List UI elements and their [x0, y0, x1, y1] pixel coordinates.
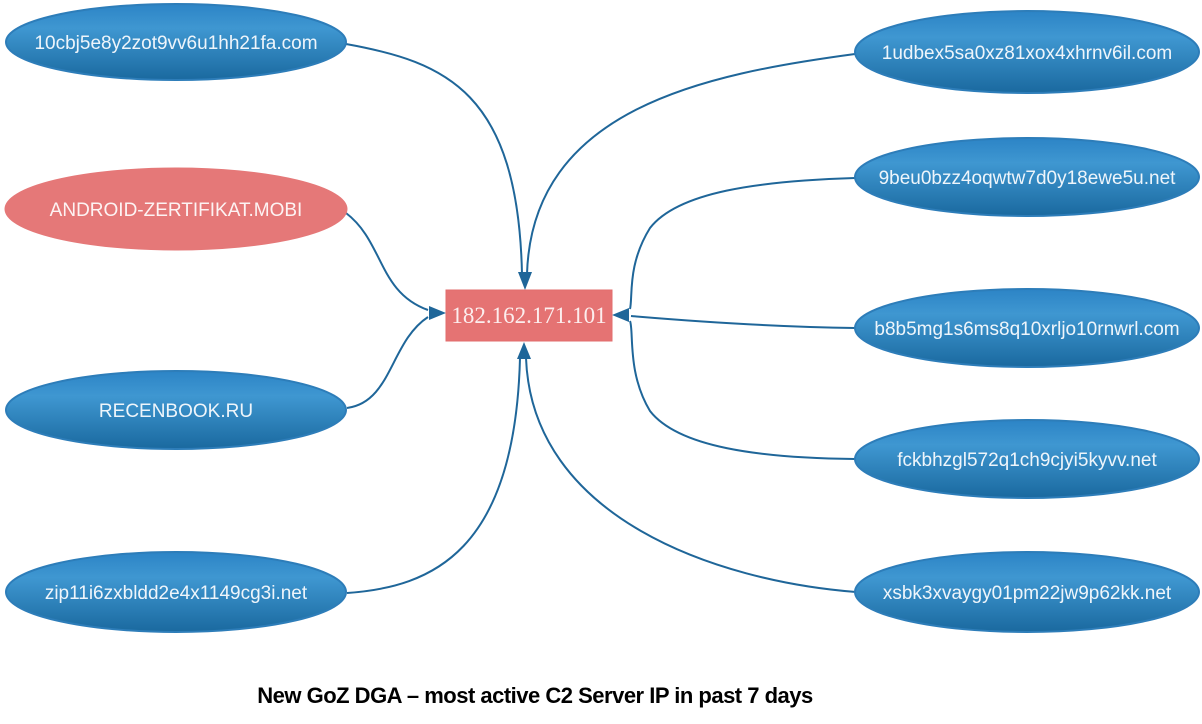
edge-group — [345, 43, 857, 594]
node-label: fckbhzgl572q1ch9cjyi5kyvv.net — [897, 450, 1157, 471]
node-zip11-domain: zip11i6zxbldd2e4x1149cg3i.net — [5, 551, 347, 633]
edge-xsbk-to-ip — [525, 357, 857, 593]
node-label: RECENBOOK.RU — [99, 401, 253, 422]
diagram-title: New GoZ DGA – most active C2 Server IP i… — [257, 683, 813, 708]
edge-android-zertifikat-to-ip — [345, 212, 429, 311]
node-label: 9beu0bzz4oqwtw7d0y18ewe5u.net — [879, 168, 1177, 189]
node-fckbhzgl-domain: fckbhzgl572q1ch9cjyi5kyvv.net — [854, 419, 1200, 499]
node-ellipse — [5, 3, 347, 81]
edge-b8b5mg-to-ip — [630, 315, 856, 329]
edge-10cbj-to-ip — [345, 43, 523, 275]
ip-label: 182.162.171.101 — [451, 303, 606, 328]
node-ellipse — [854, 137, 1200, 217]
node-label: 10cbj5e8y2zot9vv6u1hh21fa.com — [34, 33, 317, 54]
node-ellipse — [854, 10, 1200, 94]
node-ellipse — [5, 551, 347, 633]
node-recenbook: RECENBOOK.RU — [5, 370, 347, 450]
arrowhead-left-icon — [429, 306, 446, 320]
node-10cbj-domain: 10cbj5e8y2zot9vv6u1hh21fa.com — [5, 3, 347, 81]
node-ellipse — [5, 370, 347, 450]
node-android-zertifikat: ANDROID-ZERTIFIKAT.MOBI — [4, 167, 348, 251]
node-ellipse — [854, 419, 1200, 499]
node-b8b5mg-domain: b8b5mg1s6ms8q10xrljo10rnwrl.com — [854, 288, 1200, 368]
edge-fckbhzgl-to-ip — [629, 320, 856, 460]
ip-rectangle — [445, 289, 613, 342]
node-ellipse — [4, 167, 348, 251]
node-label: ANDROID-ZERTIFIKAT.MOBI — [50, 200, 303, 221]
edge-zip11-to-ip — [346, 357, 521, 594]
edge-recenbook-to-ip — [346, 316, 429, 409]
node-label: zip11i6zxbldd2e4x1149cg3i.net — [45, 583, 308, 604]
node-label: xsbk3xvaygy01pm22jw9p62kk.net — [883, 583, 1172, 604]
node-ellipse — [854, 288, 1200, 368]
node-ellipse — [854, 551, 1200, 633]
arrowhead-bottom-icon — [517, 342, 531, 359]
node-c2-server-ip: 182.162.171.101 — [445, 289, 613, 342]
edge-1udbex-to-ip — [526, 53, 856, 275]
node-1udbex-domain: 1udbex5sa0xz81xox4xhrnv6il.com — [854, 10, 1200, 94]
edge-9beu-to-ip — [629, 177, 856, 310]
arrowhead-right-icon — [612, 308, 629, 322]
node-label: 1udbex5sa0xz81xox4xhrnv6il.com — [882, 43, 1172, 64]
node-xsbk-domain: xsbk3xvaygy01pm22jw9p62kk.net — [854, 551, 1200, 633]
arrowhead-top-icon — [518, 272, 532, 290]
node-label: b8b5mg1s6ms8q10xrljo10rnwrl.com — [874, 319, 1179, 340]
node-9beu-domain: 9beu0bzz4oqwtw7d0y18ewe5u.net — [854, 137, 1200, 217]
